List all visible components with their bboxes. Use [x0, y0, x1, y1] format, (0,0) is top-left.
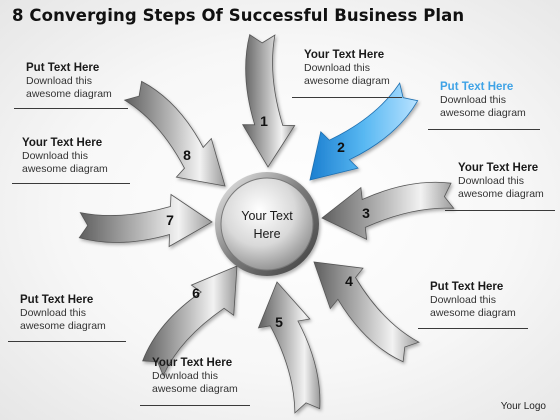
- callout-line-1: Download this: [430, 294, 496, 306]
- center-circle: Your Text Here: [215, 172, 319, 276]
- callout-heading: Your Text Here: [22, 137, 103, 149]
- arrow-number-2: 2: [337, 139, 345, 155]
- arrow-shape-3: [321, 181, 455, 240]
- callout-line-1: Download this: [304, 62, 370, 74]
- callout-line-2: awesome diagram: [440, 107, 526, 119]
- callout-underline: [14, 108, 128, 109]
- arrow-step-8: 8: [123, 80, 226, 187]
- callout-underline: [418, 328, 528, 329]
- callout-line-1: Download this: [20, 307, 86, 319]
- arrow-step-1: 1: [241, 34, 296, 168]
- center-text-line1: Your Text: [241, 209, 293, 223]
- callout-line-1: Download this: [440, 94, 506, 106]
- center-text-line2: Here: [253, 227, 280, 241]
- callout-underline: [428, 129, 540, 130]
- callout-underline: [8, 341, 126, 342]
- arrow-number-6: 6: [192, 285, 200, 301]
- arrow-number-8: 8: [183, 147, 191, 163]
- callout-heading: Your Text Here: [152, 357, 233, 369]
- arrow-shape-4: [313, 261, 420, 363]
- callout-heading: Put Text Here: [440, 81, 514, 93]
- callout-line-2: awesome diagram: [22, 163, 108, 175]
- arrow-number-1: 1: [260, 113, 268, 129]
- slide-title: 8 Converging Steps Of Successful Busines…: [12, 6, 465, 25]
- callout-heading: Your Text Here: [304, 49, 385, 61]
- arrow-step-7: 7: [78, 193, 213, 248]
- callout-line-2: awesome diagram: [458, 188, 544, 200]
- arrow-step-6: 6: [142, 265, 238, 377]
- arrow-number-3: 3: [362, 205, 370, 221]
- callout-line-2: awesome diagram: [26, 88, 112, 100]
- arrow-shape-6: [142, 265, 238, 377]
- arrow-shape-1: [241, 34, 296, 168]
- callout-line-1: Download this: [458, 175, 524, 187]
- arrow-number-5: 5: [275, 314, 283, 330]
- callout-underline: [12, 183, 130, 184]
- callout-line-2: awesome diagram: [152, 383, 238, 395]
- callout-heading: Put Text Here: [20, 294, 94, 306]
- arrow-step-3: 3: [321, 181, 455, 240]
- arrow-step-4: 4: [313, 261, 420, 363]
- callout-line-2: awesome diagram: [20, 320, 106, 332]
- arrow-number-7: 7: [166, 212, 174, 228]
- callout-line-2: awesome diagram: [304, 75, 390, 87]
- logo-text: Your Logo: [500, 401, 546, 412]
- arrow-step-2: 2: [309, 82, 419, 181]
- arrow-shape-5: [257, 281, 321, 414]
- callout-underline: [292, 97, 402, 98]
- callout-heading: Put Text Here: [430, 281, 504, 293]
- arrow-shape-7: [78, 193, 213, 248]
- arrow-shape-8: [123, 80, 226, 187]
- callout-line-1: Download this: [22, 150, 88, 162]
- callout-line-2: awesome diagram: [430, 307, 516, 319]
- callout-underline: [140, 405, 250, 406]
- callout-line-1: Download this: [26, 75, 92, 87]
- arrow-step-5: 5: [257, 281, 321, 414]
- callout-heading: Your Text Here: [458, 162, 539, 174]
- callout-line-1: Download this: [152, 370, 218, 382]
- callout-heading: Put Text Here: [26, 62, 100, 74]
- arrow-shape-2: [309, 82, 419, 181]
- callout-underline: [445, 210, 555, 211]
- arrow-number-4: 4: [345, 273, 353, 289]
